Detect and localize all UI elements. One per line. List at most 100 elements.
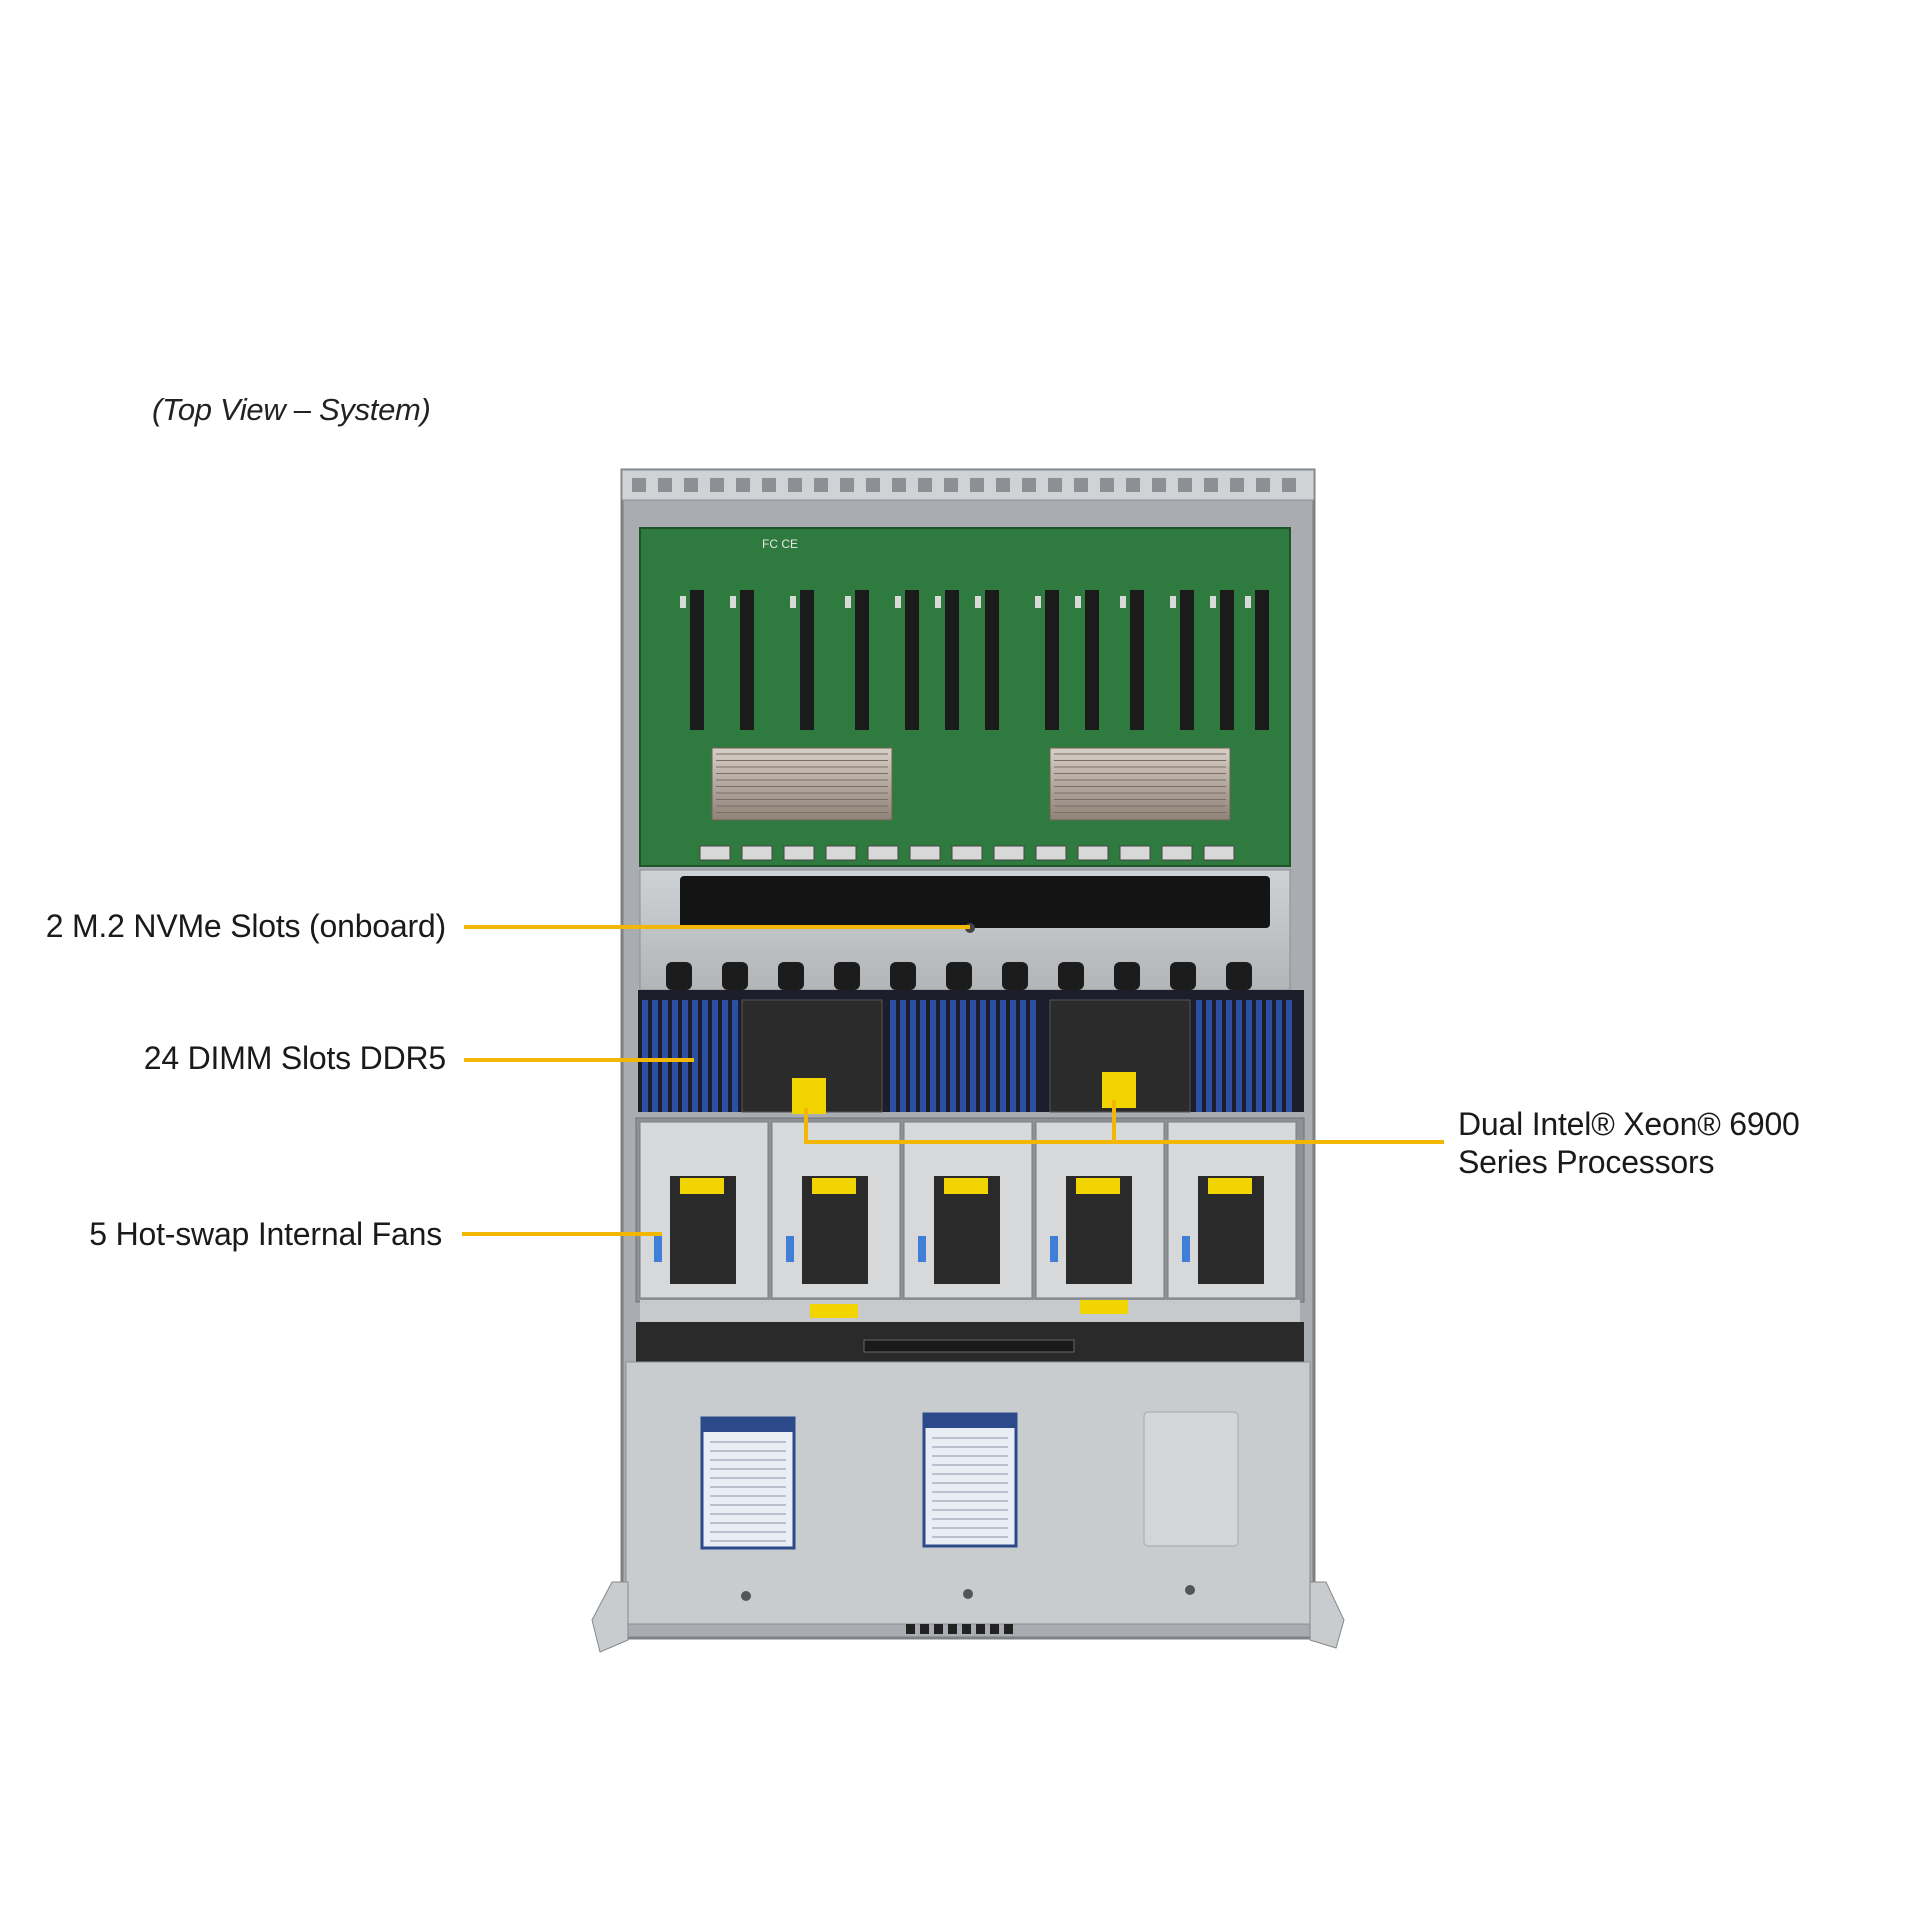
shroud-cutout [1058,962,1084,990]
fan-warning-label [812,1178,856,1194]
fan-warning-label [1208,1178,1252,1194]
pcie-slot [1255,590,1269,730]
callout-dimm-leader [464,1058,694,1062]
front-port [934,1624,943,1634]
connector [783,845,815,861]
front-port [962,1624,971,1634]
vent-slot [814,478,828,492]
dimm-slot [1236,1000,1242,1112]
slot-latch [730,596,736,608]
status-strip [863,1339,1075,1353]
rail-label-left [810,1304,858,1318]
callout-cpu-drop-right [1112,1100,1116,1142]
fan-release-tab [786,1236,794,1262]
front-ports [906,1624,1013,1634]
connector [1119,845,1151,861]
fan-release-tab [654,1236,662,1262]
dimm-slot [920,1000,926,1112]
dimm-slot [682,1000,688,1112]
callout-cpu-label-line2: Series Processors [1458,1144,1715,1180]
pcie-slot [1220,590,1234,730]
screw-1 [741,1591,751,1601]
vent-slot [1126,478,1140,492]
dimm-slot [1020,1000,1026,1112]
vent-slot [658,478,672,492]
heatsink-right [1049,747,1231,821]
shroud-cutout [722,962,748,990]
service-label-left [700,1416,796,1550]
front-port [976,1624,985,1634]
cpu-label-left [792,1078,826,1114]
shroud-cutout [1002,962,1028,990]
slot-latch [1075,596,1081,608]
dimm-slot [980,1000,986,1112]
front-port [906,1624,915,1634]
shroud-cutout [890,962,916,990]
vent-slot [762,478,776,492]
fan-release-tab [1050,1236,1058,1262]
rack-ear-right [1309,1581,1345,1649]
rack-ear-left [591,1581,629,1653]
heatsink-left [711,747,893,821]
vent-slot [710,478,724,492]
vent-slot [1256,478,1270,492]
slot-latch [1210,596,1216,608]
connector [1203,845,1235,861]
screw-2 [963,1589,973,1599]
slot-latch [790,596,796,608]
dimm-slot [1196,1000,1202,1112]
pcie-slot [905,590,919,730]
dimm-slot [1216,1000,1222,1112]
vent-slot [970,478,984,492]
pcie-slot [740,590,754,730]
vent-slot [918,478,932,492]
vent-slot [1178,478,1192,492]
slot-latch [1120,596,1126,608]
dimm-slot [1010,1000,1016,1112]
dimm-slots [642,1000,1292,1112]
connector [699,845,731,861]
dimm-slot [940,1000,946,1112]
fan-warning-label [680,1178,724,1194]
connector [741,845,773,861]
vent-slot [1048,478,1062,492]
pcie-slot [690,590,704,730]
screw-3 [1185,1585,1195,1595]
slot-latch [935,596,941,608]
shroud-cutout [946,962,972,990]
callout-cpu-leader [804,1140,1444,1144]
dimm-slot [642,1000,648,1112]
figure-caption: (Top View – System) [152,392,431,427]
dimm-slot [652,1000,658,1112]
vent-slot [1152,478,1166,492]
dimm-slot [1256,1000,1262,1112]
fan-release-tab [918,1236,926,1262]
dimm-slot [1206,1000,1212,1112]
callout-m2-leader [464,925,970,929]
dimm-slot [910,1000,916,1112]
blank-label [1143,1411,1239,1547]
fan-warning-label [944,1178,988,1194]
dimm-slot [672,1000,678,1112]
pcie-slot [945,590,959,730]
rear-vent-slots [632,478,1296,492]
dimm-slot [712,1000,718,1112]
shroud-cutout [1226,962,1252,990]
fan-modules [639,1121,1297,1299]
dimm-slot [1030,1000,1036,1112]
dimm-slot [1246,1000,1252,1112]
connector [1035,845,1067,861]
pcie-slot [1180,590,1194,730]
vent-slot [1282,478,1296,492]
board-marking: FC CE [762,537,798,551]
vent-slot [1100,478,1114,492]
service-label-center-header [924,1414,1016,1428]
service-label-left-header [702,1418,794,1432]
vent-slot [1074,478,1088,492]
slot-latch [1245,596,1251,608]
connector [993,845,1025,861]
dimm-slot [692,1000,698,1112]
fan-rail [640,1300,1300,1322]
connector [909,845,941,861]
